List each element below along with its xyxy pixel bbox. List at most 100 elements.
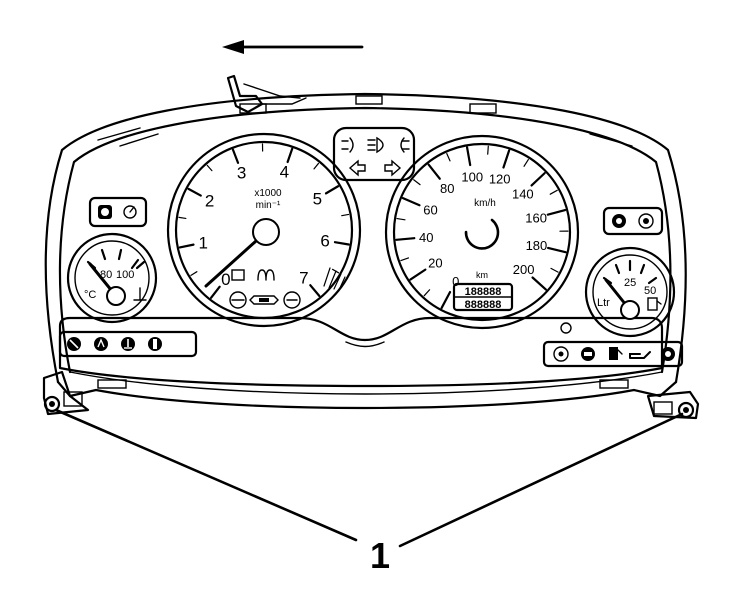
speed-minor-tick [400,257,410,262]
cruise-icon [123,205,137,219]
tach-minor-tick [206,164,213,172]
tach-major-tick [324,185,340,195]
tach-minor-tick [313,162,320,170]
speed-minor-tick [423,289,431,297]
tach-minor-tick [190,271,198,276]
callout-1: 1 [54,408,684,576]
speed-major-tick [465,146,472,167]
trip-digits: 888888 [465,299,502,311]
tachometer: 01 2 3 4 5 67 x1000 min⁻¹ [166,132,362,328]
tach-unit-line2: min⁻¹ [256,200,281,211]
speed-major-tick [440,290,452,310]
speed-tick-label: 180 [526,238,548,253]
speed-major-tick [531,276,548,291]
left-warning-strip [58,330,198,358]
speed-minor-tick [396,217,406,221]
oil-pressure-icon [283,291,301,309]
temp-unit: °C [84,289,96,301]
speed-minor-tick [446,152,451,162]
tach-major-tick [333,241,350,246]
brake-pads-icon [229,291,247,309]
front-fog-light-icon [341,137,354,153]
speed-tick-label: 0 [452,274,459,289]
speed-tick-label: 60 [423,203,437,218]
temp-label-100: 100 [116,269,134,281]
speed-unit: km/h [474,198,496,209]
fuel-gauge: 25 50 Ltr [584,246,676,338]
tach-major-tick [178,243,195,249]
high-beam-icon [367,136,384,154]
speed-minor-tick [487,145,489,155]
speed-tick-label: 40 [419,230,433,245]
tach-tick-label: 3 [237,163,246,182]
glow-plug-icon [257,269,275,281]
speed-major-tick [546,246,567,254]
coolant-temp-icon [133,287,147,301]
odometer-digits: 188888 [465,286,502,298]
speed-major-tick [530,172,546,187]
fuel-label-25: 25 [624,277,636,289]
coolant-level-icon [121,337,135,351]
headlamp-icon [98,205,112,219]
speed-major-tick [502,149,511,169]
turn-right-arrow-icon [384,159,402,177]
airbag-icon [94,337,108,351]
fuel-pump-icon [647,297,662,311]
tach-major-tick [209,285,221,299]
speed-major-tick [409,268,427,281]
speed-minor-tick [523,158,529,167]
fuel-label-50: 50 [644,285,656,297]
brake-fluid-icon [638,213,654,229]
oil-can-icon [629,351,651,359]
speed-minor-tick [550,267,559,273]
tach-major-tick [187,187,202,197]
tach-minor-tick [178,216,187,220]
speed-tick-label: 20 [428,256,442,271]
speed-tick-label: 100 [461,170,483,185]
top-indicator-panel [332,126,416,182]
speed-tick-label: 160 [525,210,547,225]
overdrive-icon [612,214,626,228]
tach-unit-line1: x1000 [254,188,282,199]
tach-tick-label: 0 [221,270,230,289]
indicator-dot [560,322,572,334]
speed-minor-tick [549,189,558,195]
tach-minor-tick [341,213,350,217]
speed-tick-label: 120 [489,172,511,187]
rear-fog-light-icon [400,137,410,153]
tach-tick-label: 4 [280,163,289,182]
direction-arrow [222,40,364,54]
redline-hatch [323,267,346,291]
seatbelt-icon [67,337,81,351]
speed-tick-label: 140 [512,186,534,201]
temperature-gauge: 80 100 °C [66,232,158,324]
speed-major-tick [395,237,416,241]
turn-left-arrow-icon [348,159,366,177]
speed-tick-label: 200 [513,262,535,277]
cluster-housing [42,92,700,420]
engine-check-icon [249,295,279,305]
connector-clip [226,74,383,114]
tach-tick-label: 7 [299,269,308,288]
fuel-reserve-icon [609,347,623,360]
tach-tick-label: 1 [199,234,208,253]
tach-major-tick [231,148,240,164]
tach-tick-label: 2 [205,191,214,210]
speed-major-tick [546,208,567,216]
abs-icon [581,347,595,361]
brake-warning-icon [148,337,162,351]
callout-number: 1 [370,535,390,576]
right-warning-strip [542,340,684,368]
speed-major-tick [427,163,441,180]
right-indicator-box [602,206,664,236]
speed-major-tick [401,197,421,207]
fuel-unit: Ltr [597,297,610,309]
tach-major-tick [286,147,294,164]
speed-minor-tick [413,179,421,186]
tach-tick-label: 5 [313,190,322,209]
door-open-icon [661,347,675,361]
tach-tick-label: 6 [320,232,329,251]
